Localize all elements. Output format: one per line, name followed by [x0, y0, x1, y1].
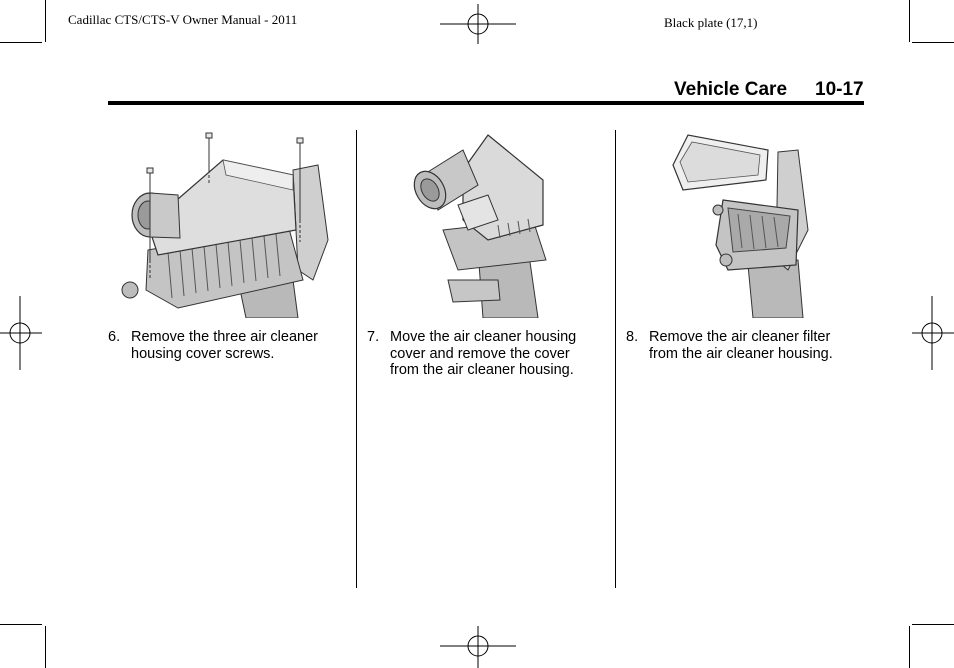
column-divider	[356, 130, 357, 588]
step-number: 7.	[367, 329, 380, 345]
crop-mark	[912, 624, 954, 625]
registration-mark	[440, 4, 516, 44]
crop-mark	[45, 626, 46, 668]
crop-mark	[912, 42, 954, 43]
registration-mark	[440, 626, 516, 668]
step-number: 8.	[626, 329, 639, 345]
page-number: 10-17	[815, 79, 864, 100]
header-rule	[108, 101, 864, 105]
step-text: Remove the air cleaner filter from the a…	[649, 329, 833, 362]
figure-move-cover	[413, 134, 547, 318]
crop-mark	[0, 42, 42, 43]
figure-remove-filter	[672, 134, 809, 318]
plate-label: Black plate (17,1)	[664, 15, 758, 30]
registration-mark	[912, 296, 954, 370]
step-text: Remove the three air cleaner housing cov…	[131, 329, 318, 362]
column-divider	[615, 130, 616, 588]
crop-mark	[909, 626, 910, 668]
section-title: Vehicle Care	[674, 79, 788, 100]
figure-remove-cover-screws	[121, 132, 329, 318]
crop-mark	[45, 0, 46, 42]
manual-title: Cadillac CTS/CTS-V Owner Manual - 2011	[68, 12, 298, 27]
step-text: Move the air cleaner housing cover and r…	[390, 329, 577, 378]
crop-mark	[909, 0, 910, 42]
step-number: 6.	[108, 329, 121, 345]
registration-mark	[0, 296, 42, 370]
crop-mark	[0, 624, 42, 625]
